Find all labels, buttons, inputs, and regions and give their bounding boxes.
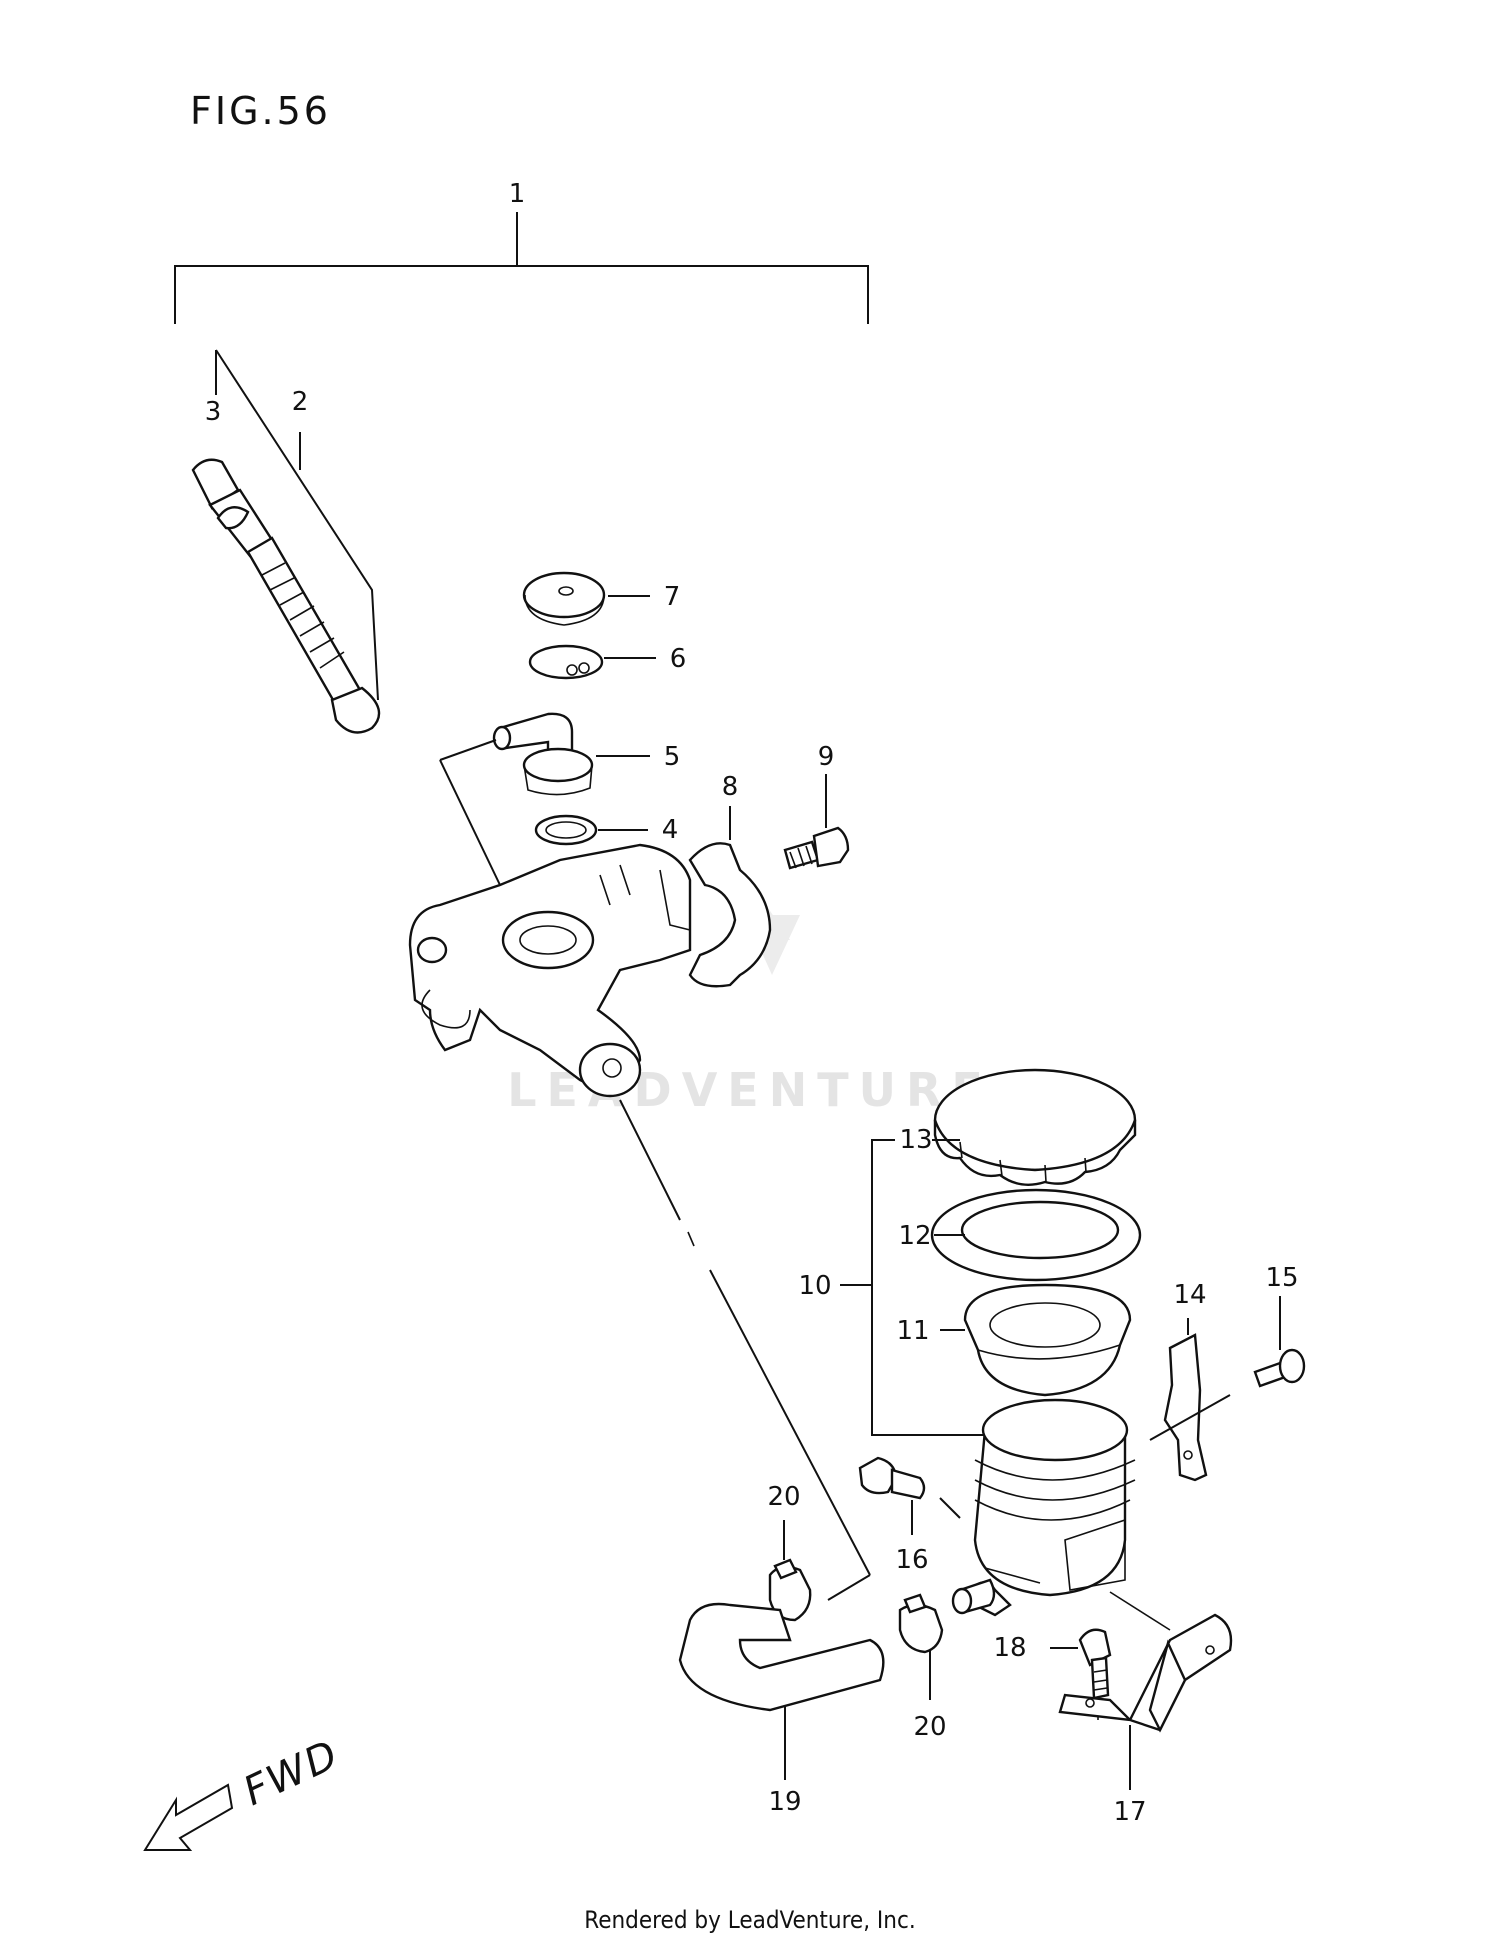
footer-credit: Rendered by LeadVenture, Inc.	[584, 1906, 915, 1934]
hose-route	[619, 1099, 871, 1601]
callout-11: 11	[896, 1316, 929, 1346]
diaphragm-cap	[522, 571, 650, 626]
callout-4: 4	[662, 815, 679, 845]
callout-1: 1	[509, 179, 526, 209]
master-cylinder-body	[408, 759, 692, 1098]
circlip	[528, 644, 656, 680]
clamp-bolt	[783, 774, 850, 870]
reservoir-stay	[1058, 1591, 1233, 1790]
hose-joint	[439, 712, 650, 796]
callout-16: 16	[895, 1545, 928, 1575]
diaphragm	[940, 1283, 1132, 1397]
callout-12: 12	[898, 1221, 931, 1251]
callout-2: 2	[292, 387, 309, 417]
o-ring	[534, 814, 648, 846]
callout-7: 7	[664, 582, 681, 612]
callout-18: 18	[993, 1633, 1026, 1663]
holder-clamp	[688, 806, 772, 988]
callout-3: 3	[205, 397, 222, 427]
mount-bolt	[1050, 1628, 1112, 1720]
callout-10: 10	[798, 1271, 831, 1301]
callout-14: 14	[1173, 1280, 1206, 1310]
hose-fitting	[858, 1456, 961, 1535]
reservoir-hose	[678, 1602, 885, 1780]
bracket-screw	[1253, 1296, 1306, 1388]
reservoir-body	[968, 1398, 1136, 1617]
assembly-bracket-1	[174, 212, 869, 324]
reservoir-assembly-bracket	[840, 1139, 985, 1436]
callout-15: 15	[1265, 1263, 1298, 1293]
callout-19: 19	[768, 1787, 801, 1817]
callout-13: 13	[899, 1125, 932, 1155]
callout-8: 8	[722, 772, 739, 802]
fwd-label: FWD	[237, 1731, 346, 1815]
callout-5: 5	[664, 742, 681, 772]
callout-20-lower: 20	[913, 1712, 946, 1742]
diaphragm-plate	[930, 1188, 1142, 1282]
hose-clamp-upper	[768, 1520, 812, 1622]
reservoir-cap	[932, 1068, 1137, 1186]
callout-9: 9	[818, 742, 835, 772]
reservoir-mount-bracket	[1149, 1318, 1231, 1482]
callout-17: 17	[1113, 1797, 1146, 1827]
hose-clamp-lower	[898, 1593, 944, 1700]
figure-title: FIG.56	[190, 89, 331, 133]
forward-arrow-icon	[143, 1783, 234, 1851]
reservoir-outlet	[951, 1578, 996, 1615]
callout-6: 6	[670, 644, 687, 674]
piston-assembly	[191, 349, 381, 734]
callout-20-upper: 20	[767, 1482, 800, 1512]
